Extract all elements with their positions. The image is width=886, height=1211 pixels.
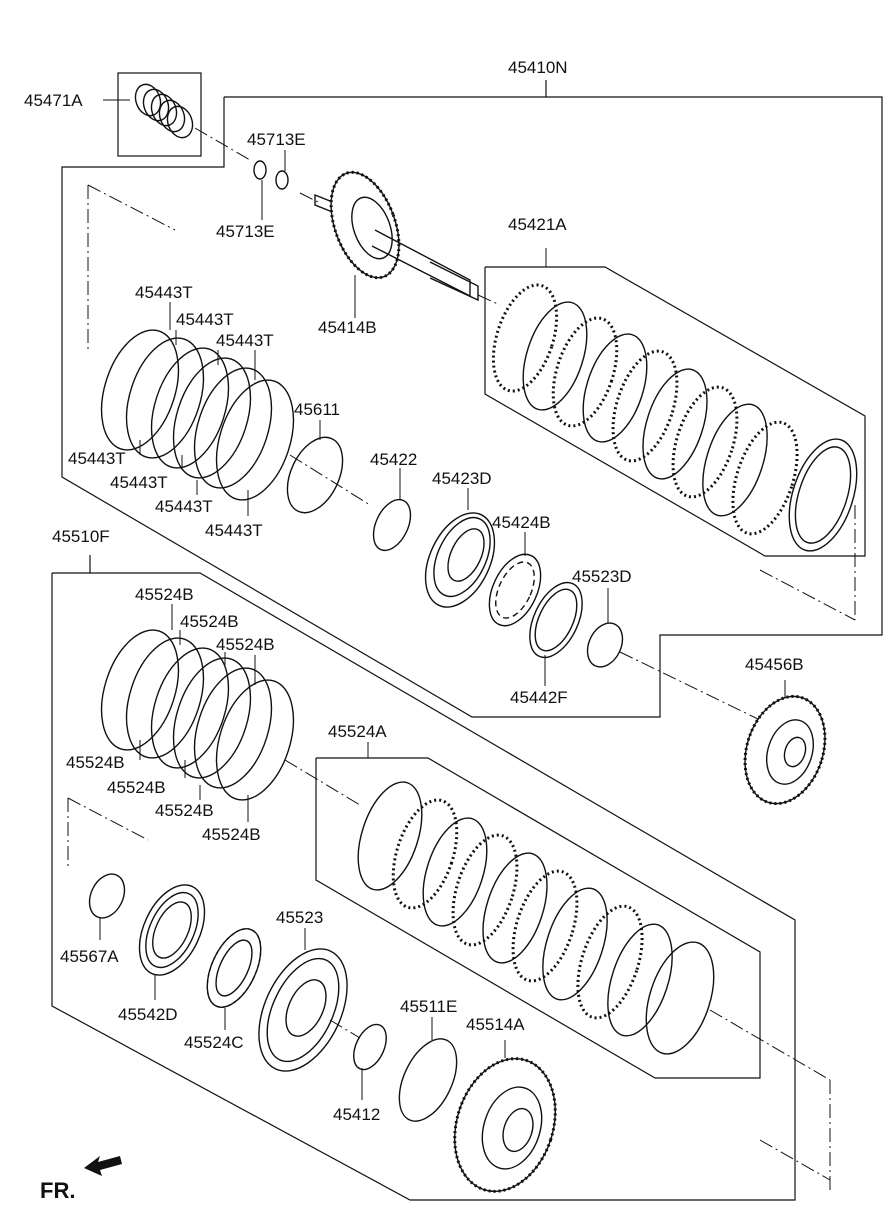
plate-45542D xyxy=(138,884,206,976)
assembly-outline-45510F xyxy=(51,572,796,1201)
snap-ring-45523D xyxy=(586,622,624,668)
front-direction-arrow-icon xyxy=(84,1156,122,1176)
assembly-outline-45410N xyxy=(61,96,883,718)
plate-45442F xyxy=(529,581,583,659)
label-45713E-b: 45713E xyxy=(216,222,275,241)
label-45523D: 45523D xyxy=(572,567,632,586)
label-45524B-7: 45524B xyxy=(202,825,261,844)
label-45443T-6: 45443T xyxy=(155,497,213,516)
label-45443T-5: 45443T xyxy=(110,473,168,492)
label-45524A: 45524A xyxy=(328,722,387,741)
spring-45471A xyxy=(134,83,194,139)
piston-45523 xyxy=(258,948,348,1072)
label-45443T-4: 45443T xyxy=(68,449,126,468)
label-45471A: 45471A xyxy=(24,91,83,110)
box-45524A xyxy=(315,757,761,1079)
box-45471A xyxy=(117,72,202,157)
piston-45423D xyxy=(424,512,496,608)
label-45443T-2: 45443T xyxy=(176,310,234,329)
snap-ring-45713E-a xyxy=(253,160,267,180)
hub-45456B xyxy=(743,694,827,806)
label-45422: 45422 xyxy=(370,450,417,469)
label-45514A: 45514A xyxy=(466,1015,525,1034)
snap-rings-45443T xyxy=(100,329,295,501)
label-45510F: 45510F xyxy=(52,527,110,546)
label-45523: 45523 xyxy=(276,908,323,927)
label-45443T-7: 45443T xyxy=(205,521,263,540)
retainer-45424B xyxy=(488,553,542,627)
label-45412: 45412 xyxy=(333,1105,380,1124)
label-45511E: 45511E xyxy=(400,997,457,1016)
snap-ring-45713E-b xyxy=(275,170,289,190)
label-45524B-5: 45524B xyxy=(107,778,166,797)
label-45713E-a: 45713E xyxy=(247,130,306,149)
label-45524B-1: 45524B xyxy=(135,585,194,604)
label-45443T-3: 45443T xyxy=(216,331,274,350)
clutch-plates-45421A xyxy=(491,283,858,552)
label-45611: 45611 xyxy=(294,400,340,419)
label-45524B-3: 45524B xyxy=(216,635,275,654)
label-45524B-2: 45524B xyxy=(180,612,239,631)
front-marker: FR. xyxy=(40,1178,75,1203)
label-45567A: 45567A xyxy=(60,947,119,966)
label-45443T-1: 45443T xyxy=(135,283,193,302)
clutch-plates-45524A xyxy=(357,781,715,1055)
snap-ring-45567A xyxy=(88,873,126,919)
label-45542D: 45542D xyxy=(118,1005,178,1024)
seal-ring-45422 xyxy=(372,498,412,552)
label-45423D: 45423D xyxy=(432,469,492,488)
label-45524B-6: 45524B xyxy=(155,801,214,820)
label-45421A: 45421A xyxy=(508,215,567,234)
spring-45524C xyxy=(206,928,262,1008)
input-shaft-45414B xyxy=(299,170,501,306)
label-45456B: 45456B xyxy=(745,655,804,674)
label-45424B: 45424B xyxy=(492,513,551,532)
label-45524B-4: 45524B xyxy=(66,753,125,772)
label-45524C: 45524C xyxy=(184,1033,244,1052)
label-45442F: 45442F xyxy=(510,688,568,707)
label-45410N: 45410N xyxy=(508,58,568,77)
seal-ring-45511E xyxy=(398,1038,458,1122)
label-45414B: 45414B xyxy=(318,318,377,337)
seal-ring-45412 xyxy=(353,1023,387,1071)
seal-ring-45611 xyxy=(286,436,344,514)
hub-45514A xyxy=(453,1057,557,1193)
snap-rings-45524B xyxy=(100,629,295,801)
box-45421A xyxy=(484,266,866,557)
